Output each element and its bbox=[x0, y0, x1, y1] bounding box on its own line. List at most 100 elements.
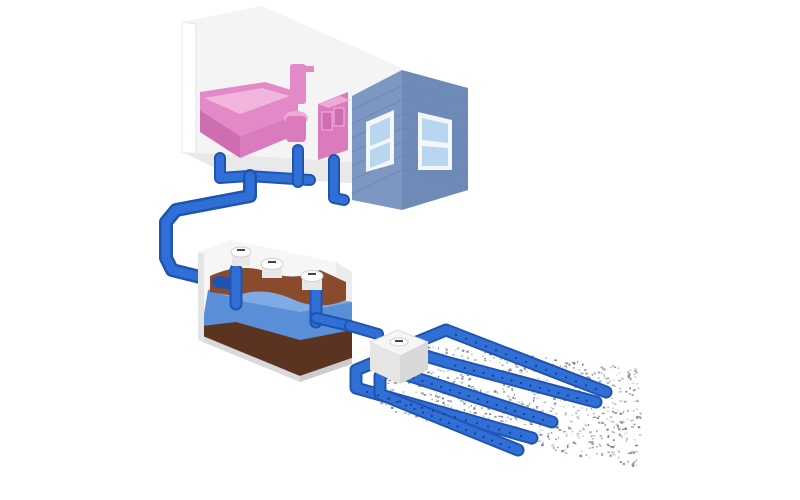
gravel-stone bbox=[631, 465, 635, 467]
gravel-stone bbox=[629, 393, 631, 395]
gravel-stone bbox=[543, 401, 547, 403]
gravel-stone bbox=[495, 390, 498, 393]
perforation-hole bbox=[473, 369, 476, 372]
gravel-stone bbox=[428, 346, 431, 349]
gravel-stone bbox=[499, 362, 501, 364]
gravel-stone bbox=[630, 452, 633, 455]
gravel-stone bbox=[639, 416, 642, 419]
gravel-stone bbox=[633, 461, 636, 463]
gravel-stone bbox=[402, 390, 405, 394]
bathtub bbox=[200, 82, 298, 158]
gravel-stone bbox=[562, 406, 565, 408]
gravel-stone bbox=[440, 369, 442, 372]
gravel-stone bbox=[459, 400, 463, 402]
gravel-stone bbox=[512, 396, 515, 399]
gravel-stone bbox=[431, 398, 433, 401]
perforation-hole bbox=[387, 397, 390, 400]
gravel-stone bbox=[619, 420, 621, 423]
gravel-stone bbox=[581, 407, 583, 409]
gravel-stone bbox=[498, 415, 502, 417]
perforation-hole bbox=[449, 388, 452, 392]
gravel-stone bbox=[471, 385, 474, 387]
gravel-stone bbox=[554, 449, 557, 451]
gravel-stone bbox=[612, 402, 614, 404]
gravel-stone bbox=[493, 390, 496, 393]
gravel-stone bbox=[566, 444, 569, 448]
gravel-stone bbox=[507, 416, 509, 419]
gravel-stone bbox=[596, 452, 598, 455]
gravel-stone bbox=[480, 407, 483, 410]
gravel-stone bbox=[432, 371, 434, 373]
gravel-stone bbox=[531, 355, 534, 357]
gravel-stone bbox=[607, 435, 610, 438]
gravel-stone bbox=[632, 389, 635, 392]
gravel-stone bbox=[429, 393, 432, 396]
perforation-hole bbox=[491, 374, 494, 377]
gravel-stone bbox=[539, 425, 541, 427]
gravel-stone bbox=[582, 435, 584, 438]
gravel-stone bbox=[441, 397, 444, 400]
perforation-hole bbox=[495, 403, 498, 407]
gravel-stone bbox=[559, 365, 562, 367]
gravel-stone bbox=[473, 387, 475, 390]
gravel-stone bbox=[458, 398, 460, 400]
gravel-stone bbox=[636, 399, 639, 403]
gravel-stone bbox=[626, 409, 629, 412]
gravel-stone bbox=[635, 416, 639, 419]
gravel-stone bbox=[389, 389, 392, 392]
gravel-stone bbox=[627, 371, 630, 373]
gravel-stone bbox=[611, 397, 613, 400]
distribution-box bbox=[368, 329, 430, 384]
gravel-stone bbox=[449, 406, 452, 408]
gravel-stone bbox=[561, 449, 564, 453]
perforation-hole bbox=[454, 333, 458, 336]
gravel-stone bbox=[637, 426, 641, 429]
gravel-stone bbox=[610, 446, 613, 448]
gravel-stone bbox=[448, 400, 452, 403]
gravel-stone bbox=[507, 386, 510, 388]
perforation-hole bbox=[475, 422, 479, 425]
vanity bbox=[300, 66, 350, 160]
gravel-stone bbox=[596, 430, 598, 433]
gravel-stone bbox=[615, 423, 619, 426]
gravel-stone bbox=[437, 347, 440, 350]
gravel-stone bbox=[617, 427, 621, 431]
perforation-hole bbox=[529, 384, 532, 387]
gravel-stone bbox=[614, 412, 617, 414]
gravel-stone bbox=[578, 369, 581, 371]
gravel-stone bbox=[634, 444, 638, 447]
perforation-hole bbox=[404, 404, 407, 407]
gravel-stone bbox=[620, 435, 623, 437]
gravel-stone bbox=[503, 391, 506, 393]
gravel-stone bbox=[632, 451, 635, 454]
gravel-stone bbox=[568, 428, 570, 430]
gravel-stone bbox=[603, 375, 606, 379]
gravel-stone bbox=[557, 446, 559, 448]
gravel-stone bbox=[604, 423, 606, 427]
perforation-hole bbox=[494, 349, 498, 352]
gravel-stone bbox=[558, 429, 562, 431]
gravel-stone bbox=[437, 400, 439, 402]
gravel-stone bbox=[538, 440, 541, 442]
gravel-stone bbox=[524, 423, 526, 425]
gravel-stone bbox=[610, 416, 613, 418]
gravel-stone bbox=[516, 419, 518, 422]
gravel-stone bbox=[638, 434, 642, 436]
gravel-stone bbox=[456, 347, 459, 350]
gravel-stone bbox=[484, 359, 487, 362]
perforation-hole bbox=[510, 379, 513, 382]
gravel-stone bbox=[633, 423, 636, 426]
gravel-stone bbox=[633, 400, 637, 402]
gravel-stone bbox=[573, 406, 575, 408]
gravel-stone bbox=[536, 407, 538, 409]
gravel-stone bbox=[597, 371, 600, 374]
gravel-stone bbox=[452, 381, 455, 384]
bathroom-left-wall bbox=[181, 21, 197, 157]
gravel-stone bbox=[612, 421, 615, 423]
perforation-hole bbox=[486, 400, 489, 404]
gravel-stone bbox=[462, 376, 464, 378]
gravel-stone bbox=[587, 413, 589, 416]
gravel-stone bbox=[555, 427, 559, 429]
gravel-stone bbox=[484, 413, 488, 415]
gravel-stone bbox=[618, 451, 620, 453]
